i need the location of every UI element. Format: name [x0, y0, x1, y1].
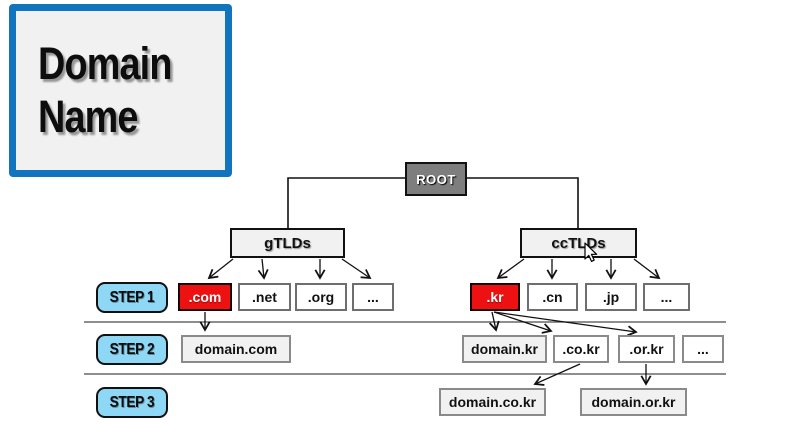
domain-co-kr-node: domain.co.kr: [439, 388, 546, 416]
tld-kr: .kr: [470, 283, 520, 311]
tld-ellipsis-gtld: ...: [352, 283, 394, 311]
step-3-label: STEP 3: [109, 393, 155, 411]
tld-net: .net: [238, 283, 291, 311]
ellipsis-row2-node: ...: [682, 335, 724, 363]
tld-ellipsis-cctld: ...: [643, 283, 690, 311]
tld-org: .org: [295, 283, 347, 311]
branch-cctlds: ccTLDs: [520, 228, 637, 258]
branch-gtlds: gTLDs: [230, 228, 345, 258]
tld-com: .com: [178, 283, 232, 311]
title-line-1: Domain: [38, 37, 172, 89]
step-1-label: STEP 1: [109, 288, 155, 306]
mouse-pointer-icon: [584, 242, 598, 262]
domain-kr-node: domain.kr: [462, 335, 547, 363]
title-line-2: Name: [38, 90, 138, 142]
title-card: Domain Name: [9, 4, 232, 177]
tld-jp: .jp: [585, 283, 637, 311]
root-node: ROOT: [405, 162, 467, 196]
co-kr-node: .co.kr: [553, 335, 609, 363]
step-2-badge: STEP 2: [96, 334, 168, 365]
step-3-badge: STEP 3: [96, 387, 168, 418]
step-1-badge: STEP 1: [96, 282, 168, 313]
or-kr-node: .or.kr: [618, 335, 675, 363]
step-2-label: STEP 2: [109, 340, 155, 358]
domain-or-kr-node: domain.or.kr: [580, 388, 687, 416]
domain-com-node: domain.com: [181, 335, 291, 363]
tld-cn: .cn: [527, 283, 578, 311]
